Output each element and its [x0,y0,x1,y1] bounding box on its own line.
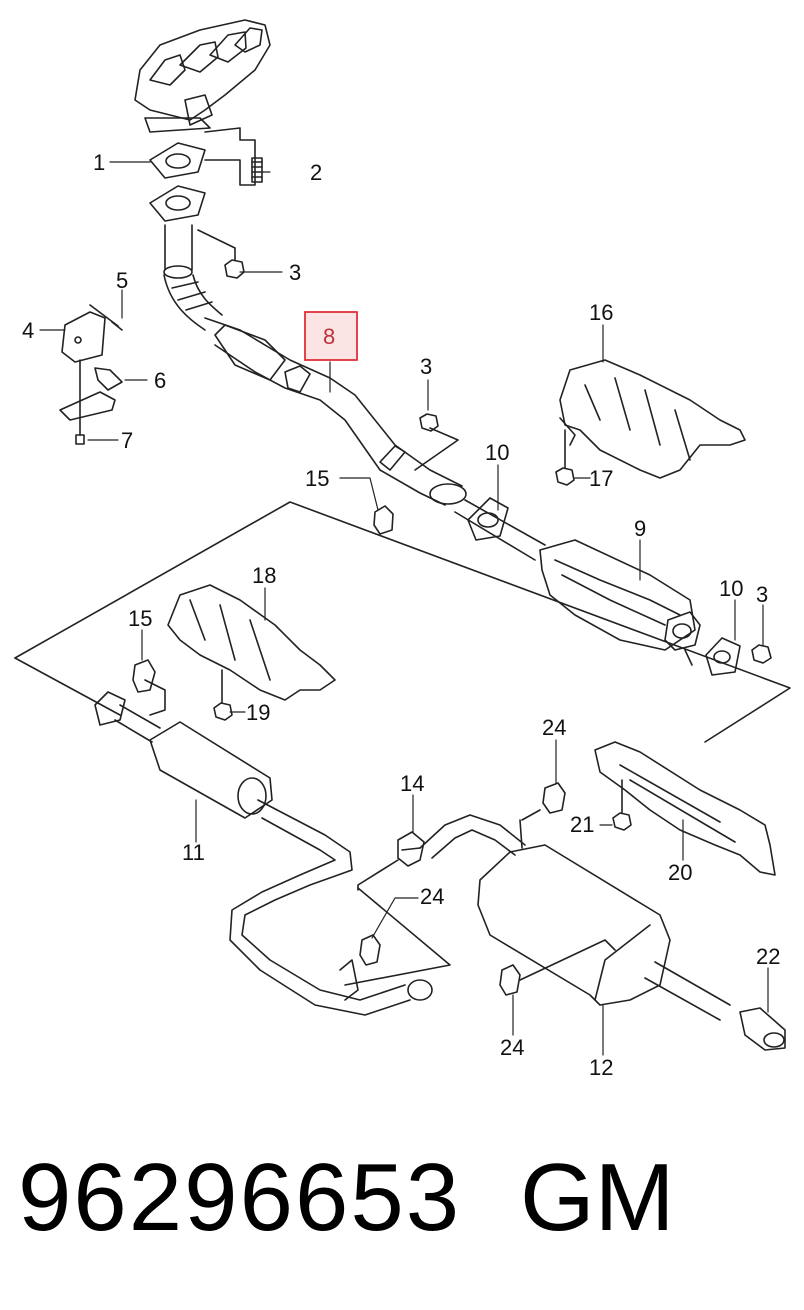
callout-15: 15 [305,466,329,491]
nut-3-middle [414,413,459,471]
callout-20: 20 [668,860,692,885]
callout-19: 19 [246,700,270,725]
callout-8: 8 [323,324,335,349]
callout-3: 3 [289,260,301,285]
exhaust-system-diagram: 1 2 3 4 5 6 7 8 3 16 10 17 15 9 18 10 3 … [14,19,791,1080]
callout-10: 10 [719,576,743,601]
callout-2: 2 [310,160,322,185]
resonator-11 [94,691,433,1016]
callout-9: 9 [634,516,646,541]
clamp-14 [357,831,425,891]
heat-shield-16 [559,359,746,479]
callout-14: 14 [400,771,424,796]
exhaust-manifold [134,19,271,133]
nut-3-upper [197,229,245,279]
nut-17 [555,429,575,486]
brand-name: GM [520,1144,675,1251]
nut-3-lower [751,644,772,664]
rubber-hanger-15-upper [373,505,394,535]
callout-4: 4 [22,318,34,343]
gasket-10-lower [705,637,741,676]
callout-22: 22 [756,944,780,969]
callout-15: 15 [128,606,152,631]
rear-muffler-12 [419,814,786,1051]
callout-1: 1 [93,150,105,175]
leader-lines [39,161,769,1056]
stud-2 [204,127,263,186]
catalytic-converter-9 [454,499,701,666]
callout-21: 21 [570,812,594,837]
callout-18: 18 [252,563,276,588]
front-pipe-8 [204,317,467,506]
callout-24: 24 [542,715,566,740]
callout-10: 10 [485,440,509,465]
callout-6: 6 [154,368,166,393]
callout-24: 24 [420,884,444,909]
callout-labels: 1 2 3 4 5 6 7 8 3 16 10 17 15 9 18 10 3 … [22,150,780,1080]
rubber-hanger-24 [344,782,616,996]
rubber-hanger-15-left [132,659,166,716]
highlight-box-8 [304,311,358,361]
section-outline [14,501,791,743]
nut-19 [213,669,233,721]
part-number: 96296653 [18,1144,462,1251]
heat-shield-18 [167,584,336,701]
callout-12: 12 [589,1055,613,1080]
callout-16: 16 [589,300,613,325]
flange-pipe [149,185,223,331]
hanger-bracket-4 [59,304,123,445]
callout-7: 7 [121,428,133,453]
callout-3: 3 [756,582,768,607]
callout-3: 3 [420,354,432,379]
callout-17: 17 [589,466,613,491]
callout-11: 11 [182,840,205,865]
nut-21 [612,779,632,831]
heat-shield-20 [594,741,776,876]
callout-24: 24 [500,1035,524,1060]
callout-5: 5 [116,268,128,293]
gasket-1 [149,142,206,179]
